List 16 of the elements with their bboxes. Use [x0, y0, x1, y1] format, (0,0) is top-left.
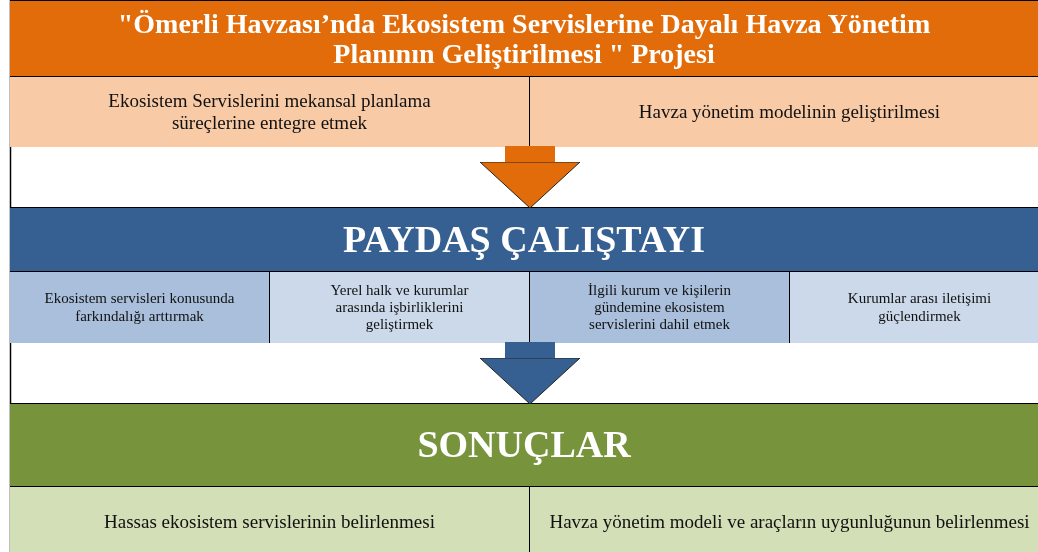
section-banner [10, 403, 1038, 552]
table-cell: İlgili kurum ve kişilerin gündemine ekosistem servislerini dahil etmek [530, 271, 790, 343]
table-cell: Ekosistem servisleri konusunda farkındalığı arttırmak [10, 271, 270, 343]
table-cell: Ekosistem Servislerini mekansal planlama süreçlerine entegre etmek [10, 76, 530, 147]
table-cell: Yerel halk ve kurumlar arasında işbirliklerini geliştirmek [270, 271, 530, 343]
block-arrow [479, 146, 581, 209]
heading: PAYDAŞ ÇALIŞTAYI [341, 216, 707, 262]
table-cell: Havza yönetim modelinin geliştirilmesi [530, 76, 1038, 147]
title-banner [10, 0, 1038, 146]
table-cell: Havza yönetim modeli ve araçların uygunluğunun belirlenmesi [530, 486, 1038, 552]
block-arrow [479, 342, 581, 405]
table-cell: Hassas ekosistem servislerinin belirlenmesi [10, 486, 530, 552]
heading: SONUÇLAR [416, 422, 632, 468]
section-banner [10, 207, 1038, 342]
table-cell: Kurumlar arası iletişimi güçlendirmek [790, 271, 1038, 343]
heading: "Ömerli Havzası’nda Ekosistem Servislerine Dayalı Havza Yönetim Planının Geliştirilmesi " Projesi [116, 7, 932, 71]
